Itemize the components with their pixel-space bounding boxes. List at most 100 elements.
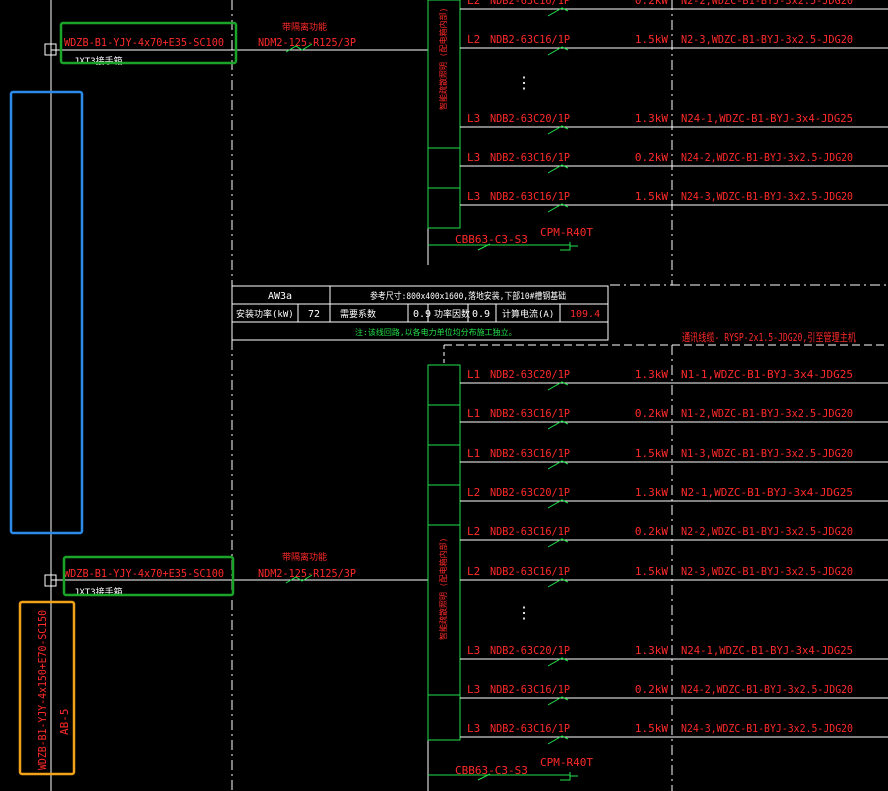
circuit-power: 1.3kW	[635, 368, 668, 381]
circuit-power: 0.2kW	[635, 407, 668, 420]
circuit-power: 1.5kW	[635, 33, 668, 46]
circuit-power: 0.2kW	[635, 0, 668, 7]
circuit-phase: L2	[467, 525, 480, 538]
circuit-cable-spec: N24-3,WDZC-B1-BYJ-3x2.5-JDG20	[681, 190, 853, 203]
circuit-breaker-model: NDB2-63C16/1P	[490, 33, 570, 46]
top-aux-breaker: CBB63-C3-S3	[455, 233, 528, 246]
circuit-cable-spec: N24-1,WDZC-B1-BYJ-3x4-JDG25	[681, 112, 853, 125]
breaker-contact-symbol	[547, 203, 569, 213]
breaker-contact-symbol	[547, 538, 569, 548]
breaker-contact-symbol	[547, 125, 569, 135]
circuit-breaker-model: NDB2-63C16/1P	[490, 683, 570, 696]
circuit-cable-spec: N24-2,WDZC-B1-BYJ-3x2.5-JDG20	[681, 151, 853, 164]
circuit-cable-spec: N2-3,WDZC-B1-BYJ-3x2.5-JDG20	[681, 33, 853, 46]
circuit-phase: L1	[467, 447, 480, 460]
circuit-power: 1.3kW	[635, 486, 668, 499]
table-note: 注:该线回路,以各电力单位均分布施工独立。	[355, 327, 517, 337]
highlight-box-green-bottom	[62, 555, 235, 597]
circuit-power: 0.2kW	[635, 151, 668, 164]
circuit-phase: L3	[467, 644, 480, 657]
bottom-aux-breaker: CBB63-C3-S3	[455, 764, 528, 777]
circuit-power: 1.5kW	[635, 447, 668, 460]
feeder-2-main-breaker: NDM2-125-R125/3P	[258, 567, 356, 580]
box-id: AW3a	[268, 291, 292, 302]
breaker-contact-symbol	[547, 46, 569, 56]
feeder-1-cable-label: WDZB-B1-YJY-4x70+E35-SC100	[64, 36, 224, 49]
breaker-contact-symbol	[547, 499, 569, 509]
demand-factor-label: 需要系数	[340, 308, 376, 320]
circuit-breaker-model: NDB2-63C20/1P	[490, 644, 570, 657]
feeder-2-breaker-note: 带隔离功能	[282, 551, 327, 563]
breaker-contact-symbol	[547, 420, 569, 430]
highlight-box-blue	[9, 90, 84, 535]
breaker-contact-symbol	[547, 578, 569, 588]
circuit-power: 1.5kW	[635, 565, 668, 578]
info-table-border	[231, 285, 609, 341]
circuit-power: 1.3kW	[635, 644, 668, 657]
circuit-breaker-model: NDB2-63C16/1P	[490, 447, 570, 460]
top-aux-device: CPM-R40T	[540, 226, 593, 239]
circuit-power: 1.5kW	[635, 190, 668, 203]
circuit-cable-spec: N2-2,WDZC-B1-BYJ-3x2.5-JDG20	[681, 0, 853, 7]
bottom-aux-symbol	[560, 772, 578, 781]
feeder-1-breaker-symbol	[285, 43, 313, 53]
incoming-panel-label: AB-5	[58, 709, 71, 736]
feeder-1-terminal	[44, 43, 57, 56]
breaker-contact-symbol	[547, 735, 569, 745]
breaker-panels	[427, 0, 570, 776]
circuit-breaker-model: NDB2-63C16/1P	[490, 151, 570, 164]
bottom-aux-breaker-symbol	[477, 773, 491, 781]
circuit-cable-spec: N2-3,WDZC-B1-BYJ-3x2.5-JDG20	[681, 565, 853, 578]
bottom-aux-device: CPM-R40T	[540, 756, 593, 769]
feeder-1-junction-label: JXT3接手箱	[74, 55, 123, 67]
breaker-contact-symbol	[547, 164, 569, 174]
breaker-contact-symbol	[547, 7, 569, 17]
power-factor-label: 功率因数	[434, 308, 470, 320]
size-note: 参考尺寸:800x400x1600,落地安装,下部10#槽钢基础	[370, 290, 566, 302]
circuit-power: 0.2kW	[635, 683, 668, 696]
calculated-current: 109.4	[570, 309, 600, 320]
circuit-phase: L1	[467, 368, 480, 381]
circuit-breaker-model: NDB2-63C16/1P	[490, 722, 570, 735]
circuit-power: 0.2kW	[635, 525, 668, 538]
breaker-contact-symbol	[547, 696, 569, 706]
installed-power-label: 安装功率(kW)	[236, 308, 294, 320]
circuit-phase: L2	[467, 486, 480, 499]
breaker-contact-symbol	[547, 381, 569, 391]
circuit-phase: L3	[467, 151, 480, 164]
circuit-breaker-model: NDB2-63C20/1P	[490, 112, 570, 125]
circuit-cable-spec: N1-2,WDZC-B1-BYJ-3x2.5-JDG20	[681, 407, 853, 420]
circuit-breaker-model: NDB2-63C20/1P	[490, 486, 570, 499]
feeder-2-cable-label: WDZB-B1-YJY-4x70+E35-SC100	[64, 567, 224, 580]
top-aux-symbol	[560, 242, 578, 251]
feeder-2-terminal	[44, 574, 57, 587]
circuit-phase: L3	[467, 190, 480, 203]
top-panel-vertical-text: 智能疏散照明 (配电箱内部)	[438, 8, 448, 110]
incoming-cable-label: WDZB-B1-YJY-4x150+E70-SC150	[36, 610, 49, 770]
circuit-phase: L3	[467, 722, 480, 735]
circuit-breaker-model: NDB2-63C16/1P	[490, 190, 570, 203]
highlight-box-green-top	[59, 21, 238, 65]
circuit-cable-spec: N24-2,WDZC-B1-BYJ-3x2.5-JDG20	[681, 683, 853, 696]
circuit-breaker-model: NDB2-63C16/1P	[490, 0, 570, 7]
circuit-row: L3 NDB2-63C16/1P 1.5kW N24-3,WDZC-B1-BYJ-3x…	[460, 190, 888, 213]
installed-power: 72	[308, 309, 320, 320]
ellipsis-top: ⋮	[516, 73, 532, 92]
circuit-power: 1.5kW	[635, 722, 668, 735]
circuit-cable-spec: N2-2,WDZC-B1-BYJ-3x2.5-JDG20	[681, 525, 853, 538]
bottom-panel-vertical-text: 智能疏散照明 (配电箱内部)	[438, 538, 448, 640]
feeder-1-main-breaker: NDM2-125-R125/3P	[258, 36, 356, 49]
power-factor: 0.9	[472, 309, 490, 320]
circuit-breaker-model: NDB2-63C16/1P	[490, 407, 570, 420]
